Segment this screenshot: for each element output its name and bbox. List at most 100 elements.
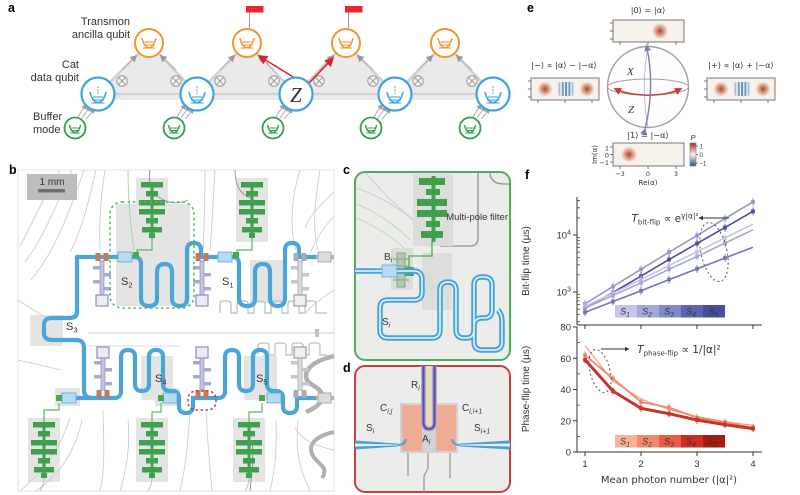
s3-label: S3 [66, 321, 78, 335]
re-tick: −3 [615, 170, 625, 178]
flux-pulse-flags [246, 6, 363, 28]
chart-mark [723, 216, 727, 221]
filter-comb [239, 182, 265, 238]
legend-label: S1 [620, 437, 630, 449]
storage-left-label: Si [366, 423, 375, 436]
legend-swatch [637, 435, 659, 448]
wigner-plot-one [610, 142, 685, 169]
chart-mark: S [664, 437, 670, 447]
meridian-arrow [640, 44, 652, 136]
chart-mark [723, 241, 727, 246]
buffer-modes [63, 116, 482, 140]
zoom-region-d [187, 390, 217, 411]
buffer-label-line2: mode [33, 124, 61, 136]
tick-label: 2 [638, 459, 643, 470]
chart-mark [751, 200, 755, 204]
chart-mark: 10 [557, 231, 568, 242]
chart-mark [583, 310, 587, 315]
chart-mark [583, 357, 587, 362]
chart-mark: 2 [647, 442, 652, 449]
chart-mark [611, 376, 615, 381]
panel-e-bloch-sphere: e P 1 0 −1 |0⟩ = |α⟩ |−⟩ ∝ |α⟩ − |−α⟩ |+… [527, 1, 776, 187]
z-gate-label: Z [290, 83, 302, 107]
wigner-plot-minus [528, 77, 600, 103]
scale-bar: 1 mm [27, 174, 77, 200]
transmon-label-line2: ancilla qubit [72, 29, 130, 41]
chart-mark [639, 288, 643, 293]
wigner-plot-zero [610, 19, 685, 45]
legend-swatch [703, 305, 725, 318]
chart-mark [611, 389, 615, 393]
re-tick: 0 [646, 170, 650, 178]
legend-label: S2 [642, 307, 652, 319]
legend-label: S2 [642, 437, 652, 449]
wigner-plot-plus [704, 77, 776, 103]
chart-mark [667, 277, 671, 282]
legend-label: S5 [708, 437, 718, 449]
state-one-label: |1⟩ = |−α⟩ [627, 130, 668, 140]
chart-mark: S [708, 437, 714, 447]
chart-mark [723, 225, 727, 230]
legend-swatch [681, 305, 703, 318]
legend-swatch [659, 305, 681, 318]
chart-mark [723, 256, 727, 260]
readout-resonators [93, 253, 309, 398]
legend-swatch [615, 435, 637, 448]
chart-mark [695, 249, 699, 254]
chart-mark: S [708, 307, 714, 317]
chart-mark [583, 306, 587, 311]
phaseflip-ellipse [588, 349, 612, 393]
chart-mark: 4 [692, 312, 696, 319]
im-tick: −1 [599, 159, 609, 167]
flux-flag-icon [246, 6, 264, 13]
chart-mark: 1 [626, 442, 630, 449]
tick-label: 20 [560, 416, 571, 427]
legend-swatch [659, 435, 681, 448]
x-axis-label: X [626, 66, 635, 78]
colorbar-title: P [690, 133, 695, 142]
s1-label: S1 [222, 276, 234, 290]
chart-mark: S [620, 307, 626, 317]
panel-c-filter-zoom: c Multi-pole filter Bi Si [343, 163, 511, 361]
scale-bar-label: 1 mm [40, 177, 65, 188]
cat-label-line1: Cat [62, 59, 79, 71]
readout-label: Ri [411, 380, 420, 393]
ytick-label: 103 [557, 287, 572, 299]
legend-swatch [681, 435, 703, 448]
chart-mark: 5 [714, 312, 718, 319]
tick-label: 60 [560, 354, 571, 365]
chart-mark [667, 250, 671, 255]
panel-f-label: f [525, 168, 530, 182]
chart-mark: S [686, 307, 692, 317]
panel-c-label: c [343, 163, 350, 177]
colorbar: P 1 0 −1 [689, 133, 707, 168]
svg-text:Tphase-flip ∝ 1/|α|²: Tphase-flip ∝ 1/|α|² [637, 344, 720, 358]
chart-mark [695, 266, 699, 271]
panel-d-label: d [343, 361, 351, 375]
tick-label: 4 [750, 459, 755, 470]
gray-thick-meanders [303, 353, 335, 480]
chart-mark [751, 426, 755, 431]
panel-d-transmon-zoom: d Ri Ci,j Ci,i+1 Si Si+1 Ai [343, 361, 511, 493]
state-minus-label: |−⟩ ∝ |α⟩ − |−α⟩ [531, 60, 597, 70]
cap-right-label: Ci,i+1 [462, 403, 482, 416]
panel-b-chip-micrograph: 1 mm b S2 S1 S3 S4 S5 [9, 163, 335, 492]
drive-couplers [61, 251, 332, 404]
d-readout-trace [421, 366, 437, 432]
chart-mark [667, 405, 671, 410]
transmon-qubits [134, 28, 460, 58]
chart-mark: S [664, 307, 670, 317]
panel-b-label: b [9, 163, 17, 177]
chart-mark [723, 235, 727, 240]
filter-comb [31, 422, 57, 478]
chart-mark [695, 233, 699, 238]
chart-mark: 10 [557, 288, 568, 299]
chart-mark [751, 209, 755, 214]
chart-mark [611, 284, 615, 289]
phaseflip-ylabel: Phase-flip time (µs) [521, 346, 532, 432]
buffer-coupling-arrows [77, 103, 490, 120]
chart-mark: 1 [626, 312, 630, 319]
storage-right-label: Si+1 [474, 423, 490, 436]
chart-mark: 3 [670, 442, 674, 449]
